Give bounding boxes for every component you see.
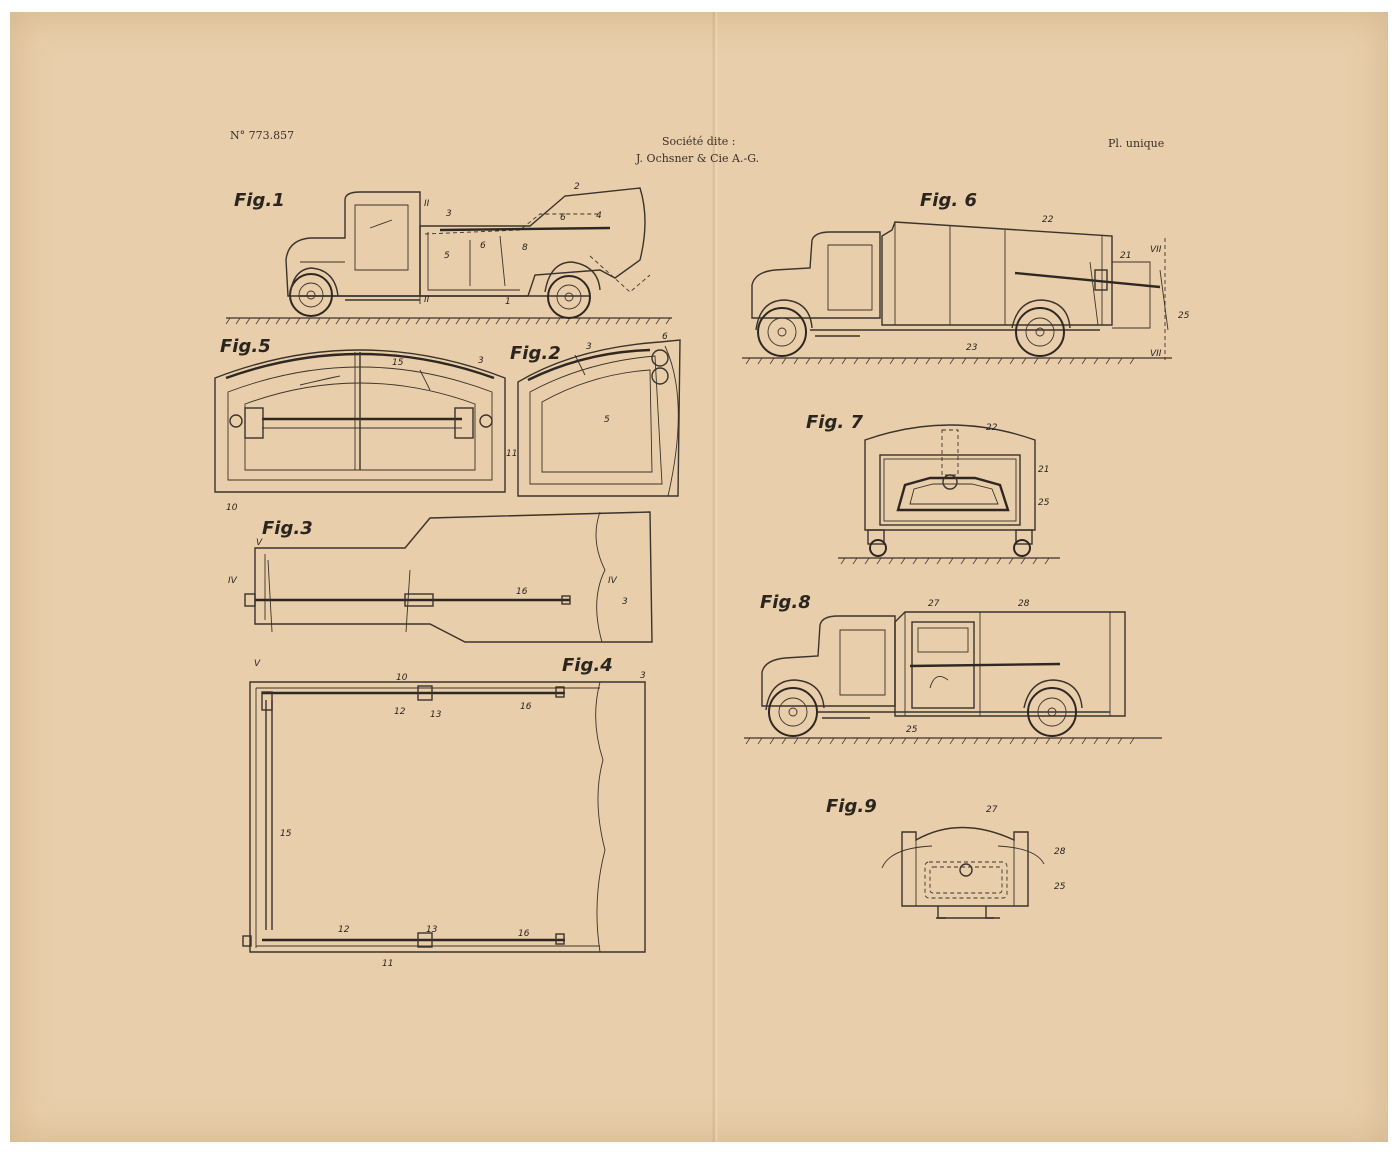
fig4-callout: 13	[426, 925, 438, 935]
fig1-callout: 8	[522, 243, 528, 253]
fig4-callout: 12	[394, 707, 406, 717]
fig5-callout: 3	[478, 356, 484, 366]
fig1-callout: 4	[596, 211, 602, 221]
figure-1-label: Fig.1	[234, 190, 285, 211]
figure-8-label: Fig.8	[760, 592, 811, 613]
fig9-callout: 25	[1054, 882, 1066, 892]
plate-label: Pl. unique	[1108, 137, 1165, 150]
company-name: J. Ochsner & Cie A.-G.	[636, 152, 760, 165]
figure-5-label: Fig.5	[220, 336, 271, 357]
figure-4-label: Fig.4	[562, 655, 613, 676]
figure-4: Fig.4 10 3 12 13 16 15 12 13 16 11	[242, 655, 646, 969]
fig2-callout: 6	[662, 332, 668, 342]
fig1-callout: 1	[505, 297, 511, 307]
figure-9: Fig.9 27 28 25	[826, 796, 1066, 919]
company-label: Société dite :	[662, 135, 736, 148]
fig9-callout: 27	[986, 805, 998, 815]
fig4-callout: 3	[640, 671, 646, 681]
fig1-callout: 2	[574, 182, 580, 192]
figure-2-label: Fig.2	[510, 343, 561, 364]
fig1-callout: 3	[446, 209, 452, 219]
figure-8: Fig.8	[744, 592, 1162, 745]
paper-background	[10, 12, 1388, 1142]
fig3-callout: IV	[608, 576, 618, 586]
fig1-callout: 5	[444, 251, 450, 261]
figure-3: Fig.3 V IV 16 IV 3 V	[228, 511, 653, 669]
figure-6-label: Fig. 6	[920, 190, 977, 211]
fig9-callout: 28	[1054, 847, 1066, 857]
fig6-callout: VII	[1150, 245, 1162, 255]
fig3-callout: V	[256, 538, 263, 548]
fig7-callout: 22	[986, 423, 998, 433]
figure-6: Fig. 6	[742, 190, 1190, 365]
fig6-callout: 25	[1178, 311, 1190, 321]
fig3-callout: IV	[228, 576, 238, 586]
figure-2: Fig.2 3 6 5	[510, 332, 681, 497]
fig3-callout: V	[254, 659, 261, 669]
figure-1: Fig.1	[225, 182, 672, 325]
fig4-callout: 12	[338, 925, 350, 935]
fig6-callout: 21	[1120, 251, 1131, 261]
fig4-callout: 15	[280, 829, 292, 839]
figure-5: Fig.5 15 3 11 10	[214, 336, 517, 513]
patent-number: N° 773.857	[230, 129, 295, 142]
fig2-callout: 3	[586, 342, 592, 352]
fig8-callout: 28	[1018, 599, 1030, 609]
fig6-callout: VII	[1150, 349, 1162, 359]
figure-3-label: Fig.3	[262, 518, 313, 539]
center-fold	[712, 12, 718, 1142]
fig1-callout: 6	[480, 241, 486, 251]
fig6-callout: 23	[966, 343, 978, 353]
fig6-callout: 22	[1042, 215, 1054, 225]
fig4-callout: 16	[520, 702, 532, 712]
fig4-callout: 16	[518, 929, 530, 939]
fig4-callout: 10	[396, 673, 408, 683]
fig1-callout: II	[424, 295, 430, 305]
fig5-callout: 10	[226, 503, 238, 513]
fig4-callout: 13	[430, 710, 442, 720]
fig3-callout: 16	[516, 587, 528, 597]
fig4-callout: 11	[382, 959, 393, 969]
fig7-callout: 25	[1038, 498, 1050, 508]
figure-7: Fig. 7 22 21 25	[806, 412, 1060, 565]
fig3-callout: 3	[622, 597, 628, 607]
fig1-callout: 6	[560, 213, 566, 223]
figure-7-label: Fig. 7	[806, 412, 863, 433]
fig2-callout: 5	[604, 415, 610, 425]
fig5-callout: 11	[506, 449, 517, 459]
fig8-callout: 27	[928, 599, 940, 609]
fig5-callout: 15	[392, 358, 404, 368]
fig7-callout: 21	[1038, 465, 1049, 475]
fig8-callout: 25	[906, 725, 918, 735]
figure-9-label: Fig.9	[826, 796, 877, 817]
fig1-callout: II	[424, 199, 430, 209]
